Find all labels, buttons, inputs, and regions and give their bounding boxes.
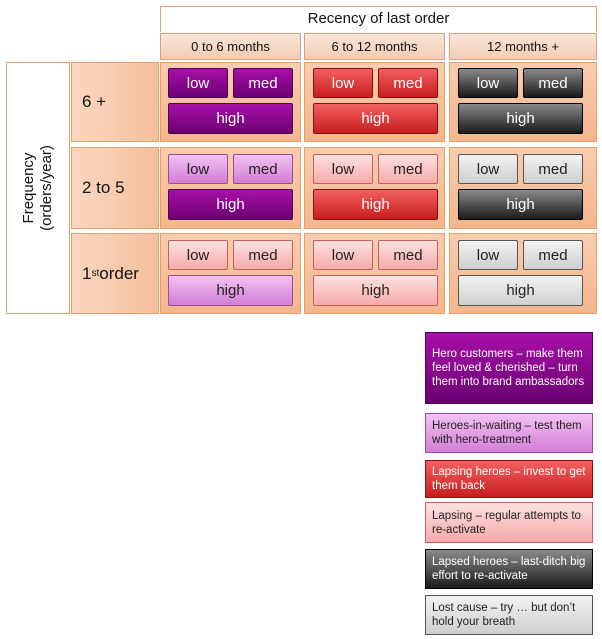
segment-low[interactable]: low — [168, 154, 228, 184]
segment-high[interactable]: high — [168, 275, 293, 306]
legend-lapsed-heroes: Lapsed heroes – last-ditch big effort to… — [425, 549, 593, 589]
recency-header: Recency of last order — [160, 6, 597, 32]
frequency-box — [6, 62, 70, 314]
segment-med[interactable]: med — [233, 240, 293, 270]
segment-med[interactable]: med — [378, 68, 438, 98]
segment-med[interactable]: med — [378, 154, 438, 184]
row-header-6-plus: 6 + — [71, 62, 159, 142]
column-header-12-months-plus: 12 months + — [449, 33, 597, 60]
segment-low[interactable]: low — [168, 68, 228, 98]
column-header-6-12-months: 6 to 12 months — [304, 33, 445, 60]
row-label-sup: st — [91, 268, 100, 279]
segment-high[interactable]: high — [313, 103, 438, 134]
frequency-label-line1: Frequency — [20, 152, 38, 224]
segment-high[interactable]: high — [168, 189, 293, 220]
frequency-label-line2: (orders/year) — [38, 145, 56, 231]
segment-low[interactable]: low — [313, 154, 373, 184]
legend-lapsing: Lapsing – regular attempts to re-activat… — [425, 502, 593, 543]
row-header-2-to-5: 2 to 5 — [71, 147, 159, 229]
segment-low[interactable]: low — [458, 240, 518, 270]
legend-lost-cause: Lost cause – try … but don’t hold your b… — [425, 595, 593, 635]
segment-med[interactable]: med — [523, 68, 583, 98]
segment-high[interactable]: high — [458, 103, 583, 134]
segment-high[interactable]: high — [313, 189, 438, 220]
segment-med[interactable]: med — [523, 154, 583, 184]
segment-low[interactable]: low — [458, 68, 518, 98]
segment-med[interactable]: med — [523, 240, 583, 270]
frequency-label: Frequency (orders/year) — [6, 62, 70, 314]
legend-heroes-in-waiting: Heroes-in-waiting – test them with hero-… — [425, 413, 593, 453]
segment-high[interactable]: high — [458, 189, 583, 220]
column-header-0-6-months: 0 to 6 months — [160, 33, 301, 60]
segment-high[interactable]: high — [168, 103, 293, 134]
segment-med[interactable]: med — [233, 68, 293, 98]
row-label-suffix: order — [99, 263, 139, 283]
legend-hero-customers: Hero customers – make them feel loved & … — [425, 332, 593, 404]
row-label: 6 + — [82, 92, 107, 111]
segment-med[interactable]: med — [233, 154, 293, 184]
segment-low[interactable]: low — [458, 154, 518, 184]
row-label: 2 to 5 — [82, 178, 125, 197]
segment-med[interactable]: med — [378, 240, 438, 270]
segment-low[interactable]: low — [168, 240, 228, 270]
legend-lapsing-heroes: Lapsing heroes – invest to get them back — [425, 460, 593, 498]
segment-low[interactable]: low — [313, 68, 373, 98]
segment-low[interactable]: low — [313, 240, 373, 270]
segment-high[interactable]: high — [313, 275, 438, 306]
row-label-base: 1 — [82, 263, 92, 283]
segment-high[interactable]: high — [458, 275, 583, 306]
